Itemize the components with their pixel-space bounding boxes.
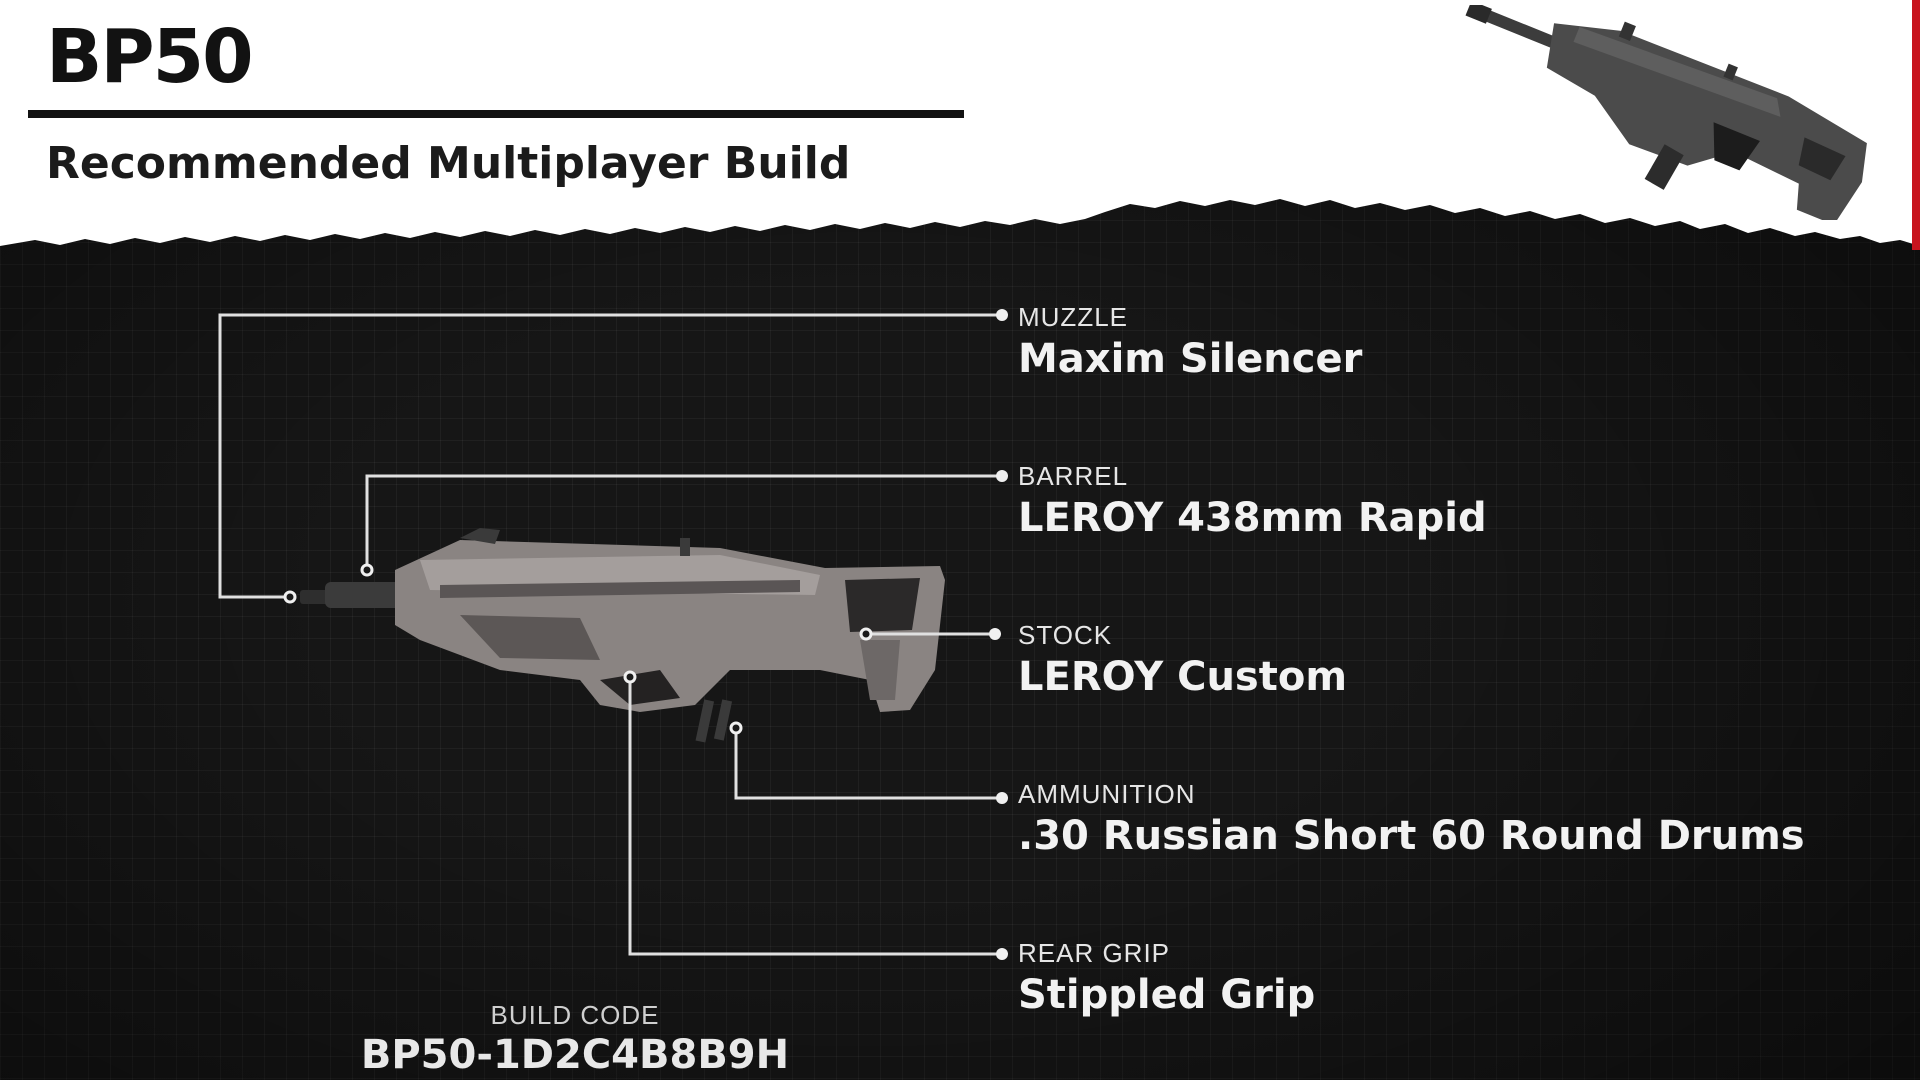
bp50-rifle-icon: [1465, 5, 1867, 220]
rear-grip-anchor-dot: [623, 670, 637, 684]
accent-stripe: [1912, 0, 1920, 250]
title-divider: [28, 110, 964, 118]
attachment-rear-grip: REAR GRIP Stippled Grip: [1018, 938, 1315, 1020]
stock-anchor-dot: [859, 627, 873, 641]
attachment-category: BARREL: [1018, 461, 1129, 491]
page-title: BP50: [46, 14, 254, 100]
attachment-barrel: BARREL LEROY 438mm Rapid: [1018, 461, 1487, 543]
rear-grip-callout-line: [628, 677, 1002, 956]
attachment-category: STOCK: [1018, 620, 1113, 650]
rear-grip-callout-dot: [996, 948, 1008, 960]
attachment-category: MUZZLE: [1018, 302, 1128, 332]
build-code-label: BUILD CODE: [490, 1000, 660, 1030]
barrel-anchor-dot: [360, 563, 374, 577]
attachment-muzzle: MUZZLE Maxim Silencer: [1018, 302, 1362, 384]
attachment-name: LEROY 438mm Rapid: [1018, 495, 1487, 541]
muzzle-callout-line: [218, 313, 1002, 599]
barrel-callout-line: [365, 474, 1002, 570]
stock-callout-dot: [989, 628, 1001, 640]
page-subtitle: Recommended Multiplayer Build: [46, 138, 851, 189]
bp50-rifle-render: [300, 528, 945, 743]
barrel-callout-dot: [996, 470, 1008, 482]
attachment-name: Maxim Silencer: [1018, 336, 1363, 382]
attachment-category: REAR GRIP: [1018, 938, 1171, 968]
muzzle-callout-dot: [996, 309, 1008, 321]
ammunition-callout-dot: [996, 792, 1008, 804]
attachment-category: AMMUNITION: [1018, 779, 1196, 809]
attachment-name: Stippled Grip: [1018, 972, 1316, 1018]
attachment-name: LEROY Custom: [1018, 654, 1348, 700]
attachment-name: .30 Russian Short 60 Round Drums: [1018, 813, 1805, 859]
ammunition-callout-line: [734, 728, 1002, 800]
torn-paper-header: [0, 0, 1920, 246]
build-code-value: BP50-1D2C4B8B9H: [360, 1032, 790, 1078]
attachment-stock: STOCK LEROY Custom: [1018, 620, 1347, 702]
muzzle-anchor-dot: [283, 590, 297, 604]
ammunition-anchor-dot: [729, 721, 743, 735]
attachment-ammunition: AMMUNITION .30 Russian Short 60 Round Dr…: [1018, 779, 1805, 861]
